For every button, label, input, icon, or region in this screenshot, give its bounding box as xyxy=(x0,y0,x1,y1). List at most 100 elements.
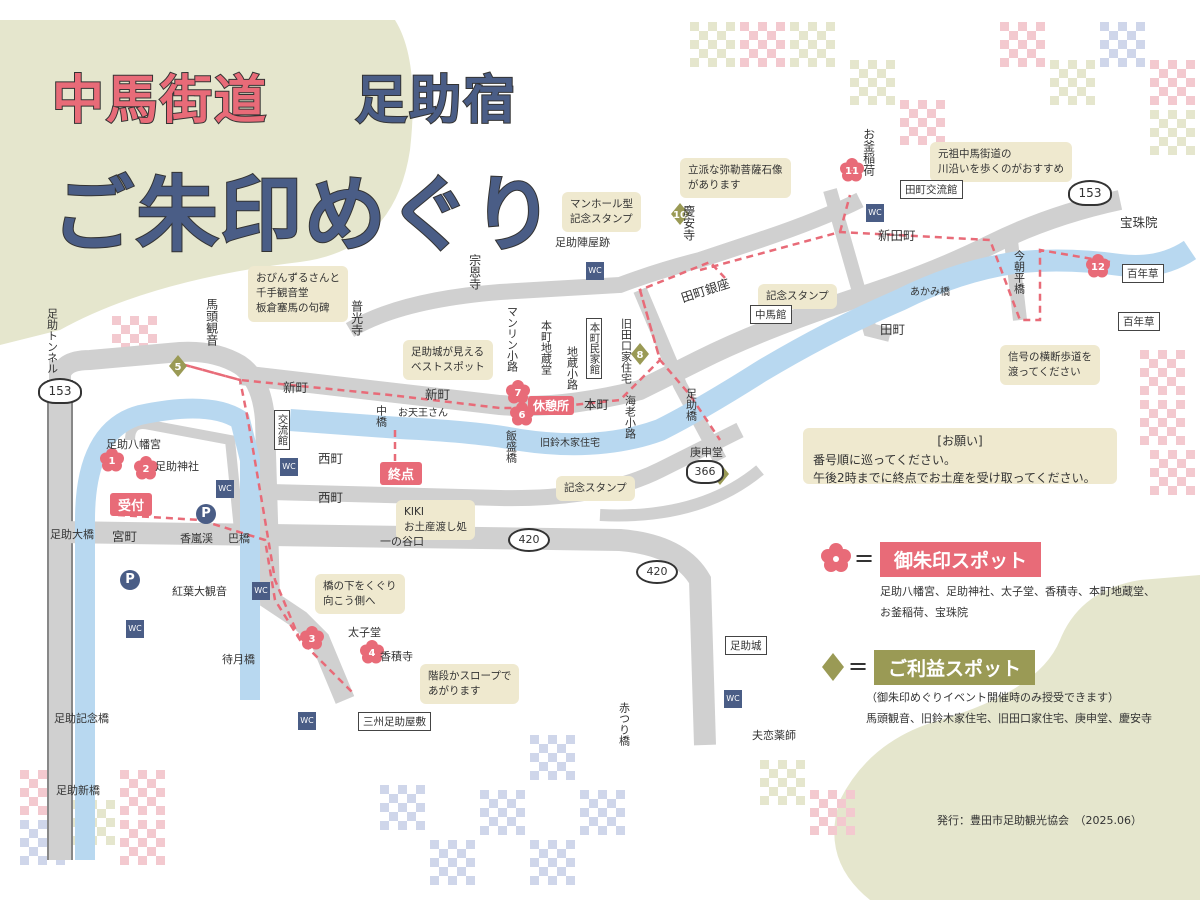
benefit-spot-number: 10 xyxy=(673,210,687,221)
petal xyxy=(840,162,852,175)
goshuin-spot-11-icon[interactable]: 11 xyxy=(840,158,864,182)
goshuin-spot-12-icon[interactable]: 12 xyxy=(1086,254,1110,278)
checker-cell xyxy=(1150,78,1159,87)
goshuin-spot-7-icon[interactable]: 7 xyxy=(506,380,530,404)
checker-cell xyxy=(138,806,147,815)
checker-cell xyxy=(769,787,778,796)
goal-label: 終点 xyxy=(380,462,423,485)
callout-stamp-1-text: 記念スタンプ xyxy=(766,290,829,302)
checker-cell xyxy=(810,790,819,799)
checker-cell xyxy=(796,778,805,787)
legend-equals-2: = xyxy=(848,652,868,680)
checker-cell xyxy=(457,867,466,876)
label-tamachi: 田町 xyxy=(880,319,905,338)
route-153b-shield: 153 xyxy=(1068,180,1112,206)
checker-cell xyxy=(717,49,726,58)
checker-cell xyxy=(1059,69,1068,78)
benefit-spot-10-icon[interactable]: 10 xyxy=(671,203,689,225)
checker-cell xyxy=(120,838,129,847)
checker-cell xyxy=(1018,40,1027,49)
checker-cell xyxy=(767,31,776,40)
goshuin-spot-3-icon[interactable]: 3 xyxy=(300,626,324,650)
parking-1-text: P xyxy=(201,506,211,521)
checker-cell xyxy=(918,100,927,109)
checker-cell xyxy=(38,806,47,815)
checker-cell xyxy=(1100,22,1109,31)
checker-cell xyxy=(1159,477,1168,486)
label-koshakuji-text: 香積寺 xyxy=(380,650,413,663)
checker-cell xyxy=(846,826,855,835)
checker-cell xyxy=(808,40,817,49)
checker-cell xyxy=(1168,128,1177,137)
checker-cell xyxy=(767,49,776,58)
route-420b-shield: 420 xyxy=(636,560,678,584)
checker-cell xyxy=(498,790,507,799)
checker-cell xyxy=(530,753,539,762)
benefit-spot-8-icon[interactable]: 8 xyxy=(631,343,649,365)
label-bato-kannon-text: 馬頭観音 xyxy=(204,298,219,346)
checker-cell xyxy=(799,31,808,40)
checker-cell xyxy=(566,771,575,780)
checker-cell xyxy=(566,876,575,885)
checker-cell xyxy=(516,790,525,799)
goshuin-spot-2-icon[interactable]: 2 xyxy=(134,456,158,480)
label-koshindo-text: 庚申堂 xyxy=(690,446,723,459)
label-kinenbashi: 足助記念橋 xyxy=(54,710,109,726)
benefit-spot-5-icon[interactable]: 5 xyxy=(169,355,187,377)
checker-cell xyxy=(1140,386,1149,395)
checker-cell xyxy=(1100,58,1109,67)
checker-cell xyxy=(1050,78,1059,87)
checker-cell xyxy=(1176,400,1185,409)
checker-cell xyxy=(1000,58,1009,67)
checker-cell xyxy=(726,22,735,31)
label-taguchi-house-text: 旧田口家住宅 xyxy=(619,318,633,384)
checker-cell xyxy=(148,316,157,325)
checker-cell xyxy=(877,69,886,78)
label-koryukan: 田町交流館 xyxy=(900,180,963,199)
label-iimoribashi-text: 飯盛橋 xyxy=(504,430,518,463)
wc-4-text: WC xyxy=(868,208,882,217)
route-153-shield: 153 xyxy=(38,378,82,404)
walking-route xyxy=(117,194,1111,696)
goshuin-spot-1-icon[interactable]: 1 xyxy=(100,448,124,472)
checker-cell xyxy=(448,876,457,885)
label-anbobashi-text: あかみ橋 xyxy=(910,287,950,298)
rest-text: 休憩所 xyxy=(533,399,570,413)
label-koshindo: 庚申堂 xyxy=(690,444,723,460)
petal xyxy=(1086,258,1098,271)
checker-cell xyxy=(120,820,129,829)
checker-cell xyxy=(548,735,557,744)
checker-cell xyxy=(129,847,138,856)
checker-cell xyxy=(760,796,769,805)
checker-cell xyxy=(130,316,139,325)
checker-cell xyxy=(557,867,566,876)
checker-cell xyxy=(530,858,539,867)
label-kannon: 紅葉大観音 xyxy=(172,583,227,599)
label-akaturibashi: 赤つり橋 xyxy=(618,702,631,746)
callout-crosswalk: 信号の横断歩道を 渡ってください xyxy=(1000,345,1100,386)
wc-mark-1: WC xyxy=(216,480,234,498)
checker-cell xyxy=(1168,78,1177,87)
wc-6-text: WC xyxy=(254,586,268,595)
route-366-text: 366 xyxy=(694,465,716,478)
checker-cell xyxy=(850,60,859,69)
checker-cell xyxy=(1167,377,1176,386)
checker-cell xyxy=(516,808,525,817)
goshuin-spot-4-icon[interactable]: 4 xyxy=(360,640,384,664)
checker-cell xyxy=(778,760,787,769)
callout-castle-view-text: 足助城が見える ベストスポット xyxy=(411,346,485,374)
benefit-spot-number: 8 xyxy=(637,350,644,361)
checker-cell xyxy=(1018,58,1027,67)
label-chumakan: 中馬館 xyxy=(750,305,792,324)
checker-cell xyxy=(106,836,115,845)
checker-cell xyxy=(156,770,165,779)
petal xyxy=(134,460,146,473)
checker-cell xyxy=(817,49,826,58)
rest-label: 休憩所 xyxy=(528,396,575,415)
checker-cell xyxy=(787,787,796,796)
checker-cell xyxy=(106,800,115,809)
spot-markers: 123467111258910 xyxy=(100,158,1110,664)
checker-cell xyxy=(1149,359,1158,368)
checker-cell xyxy=(886,78,895,87)
callout-stamp-2: 記念スタンプ xyxy=(556,476,635,502)
